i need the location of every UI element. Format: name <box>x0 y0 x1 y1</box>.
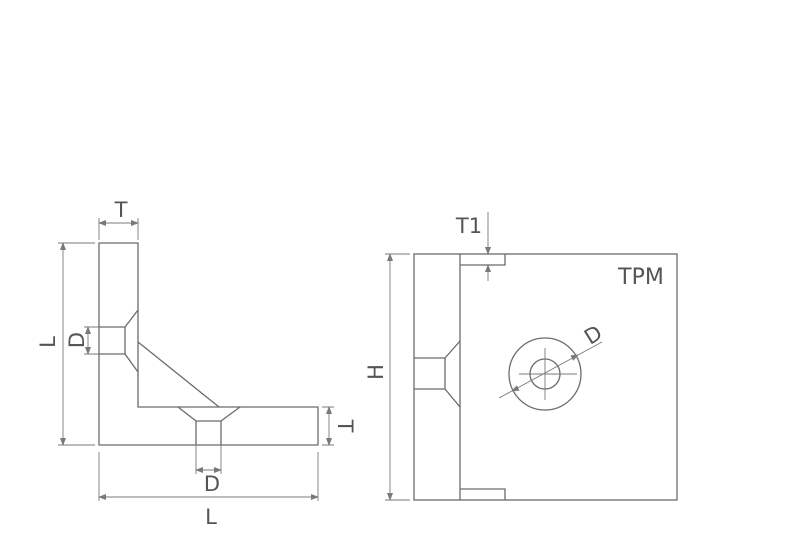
diameter-arrow-left <box>511 385 520 392</box>
label-h: H <box>364 364 388 380</box>
gusset-line <box>137 341 220 408</box>
angle-bracket-front-view: D T1 H TPM <box>364 212 678 501</box>
label-l-vertical: L <box>36 336 60 348</box>
label-t-top: T <box>114 198 128 222</box>
diameter-arrow-right <box>570 354 579 361</box>
label-t-right: T <box>333 419 357 433</box>
vertical-counterbore <box>99 309 139 373</box>
label-d-diameter: D <box>580 321 606 350</box>
plate-outline <box>413 253 678 501</box>
bottom-counterbore <box>177 406 241 445</box>
angle-bracket-side-view: T L D T D L <box>36 198 357 529</box>
model-label: TPM <box>617 265 664 290</box>
label-d-bottom: D <box>204 472 220 496</box>
side-counterbore <box>414 340 461 408</box>
label-t1: T1 <box>455 214 482 238</box>
top-tab <box>460 254 506 266</box>
bottom-tab <box>460 488 506 500</box>
dimension-d-diameter <box>498 341 603 399</box>
label-l-bottom: L <box>205 505 217 529</box>
outer-hole-circle <box>508 337 582 411</box>
label-d-vertical: D <box>65 332 89 348</box>
bracket-outline <box>98 242 319 446</box>
centerline-cross <box>519 348 577 400</box>
